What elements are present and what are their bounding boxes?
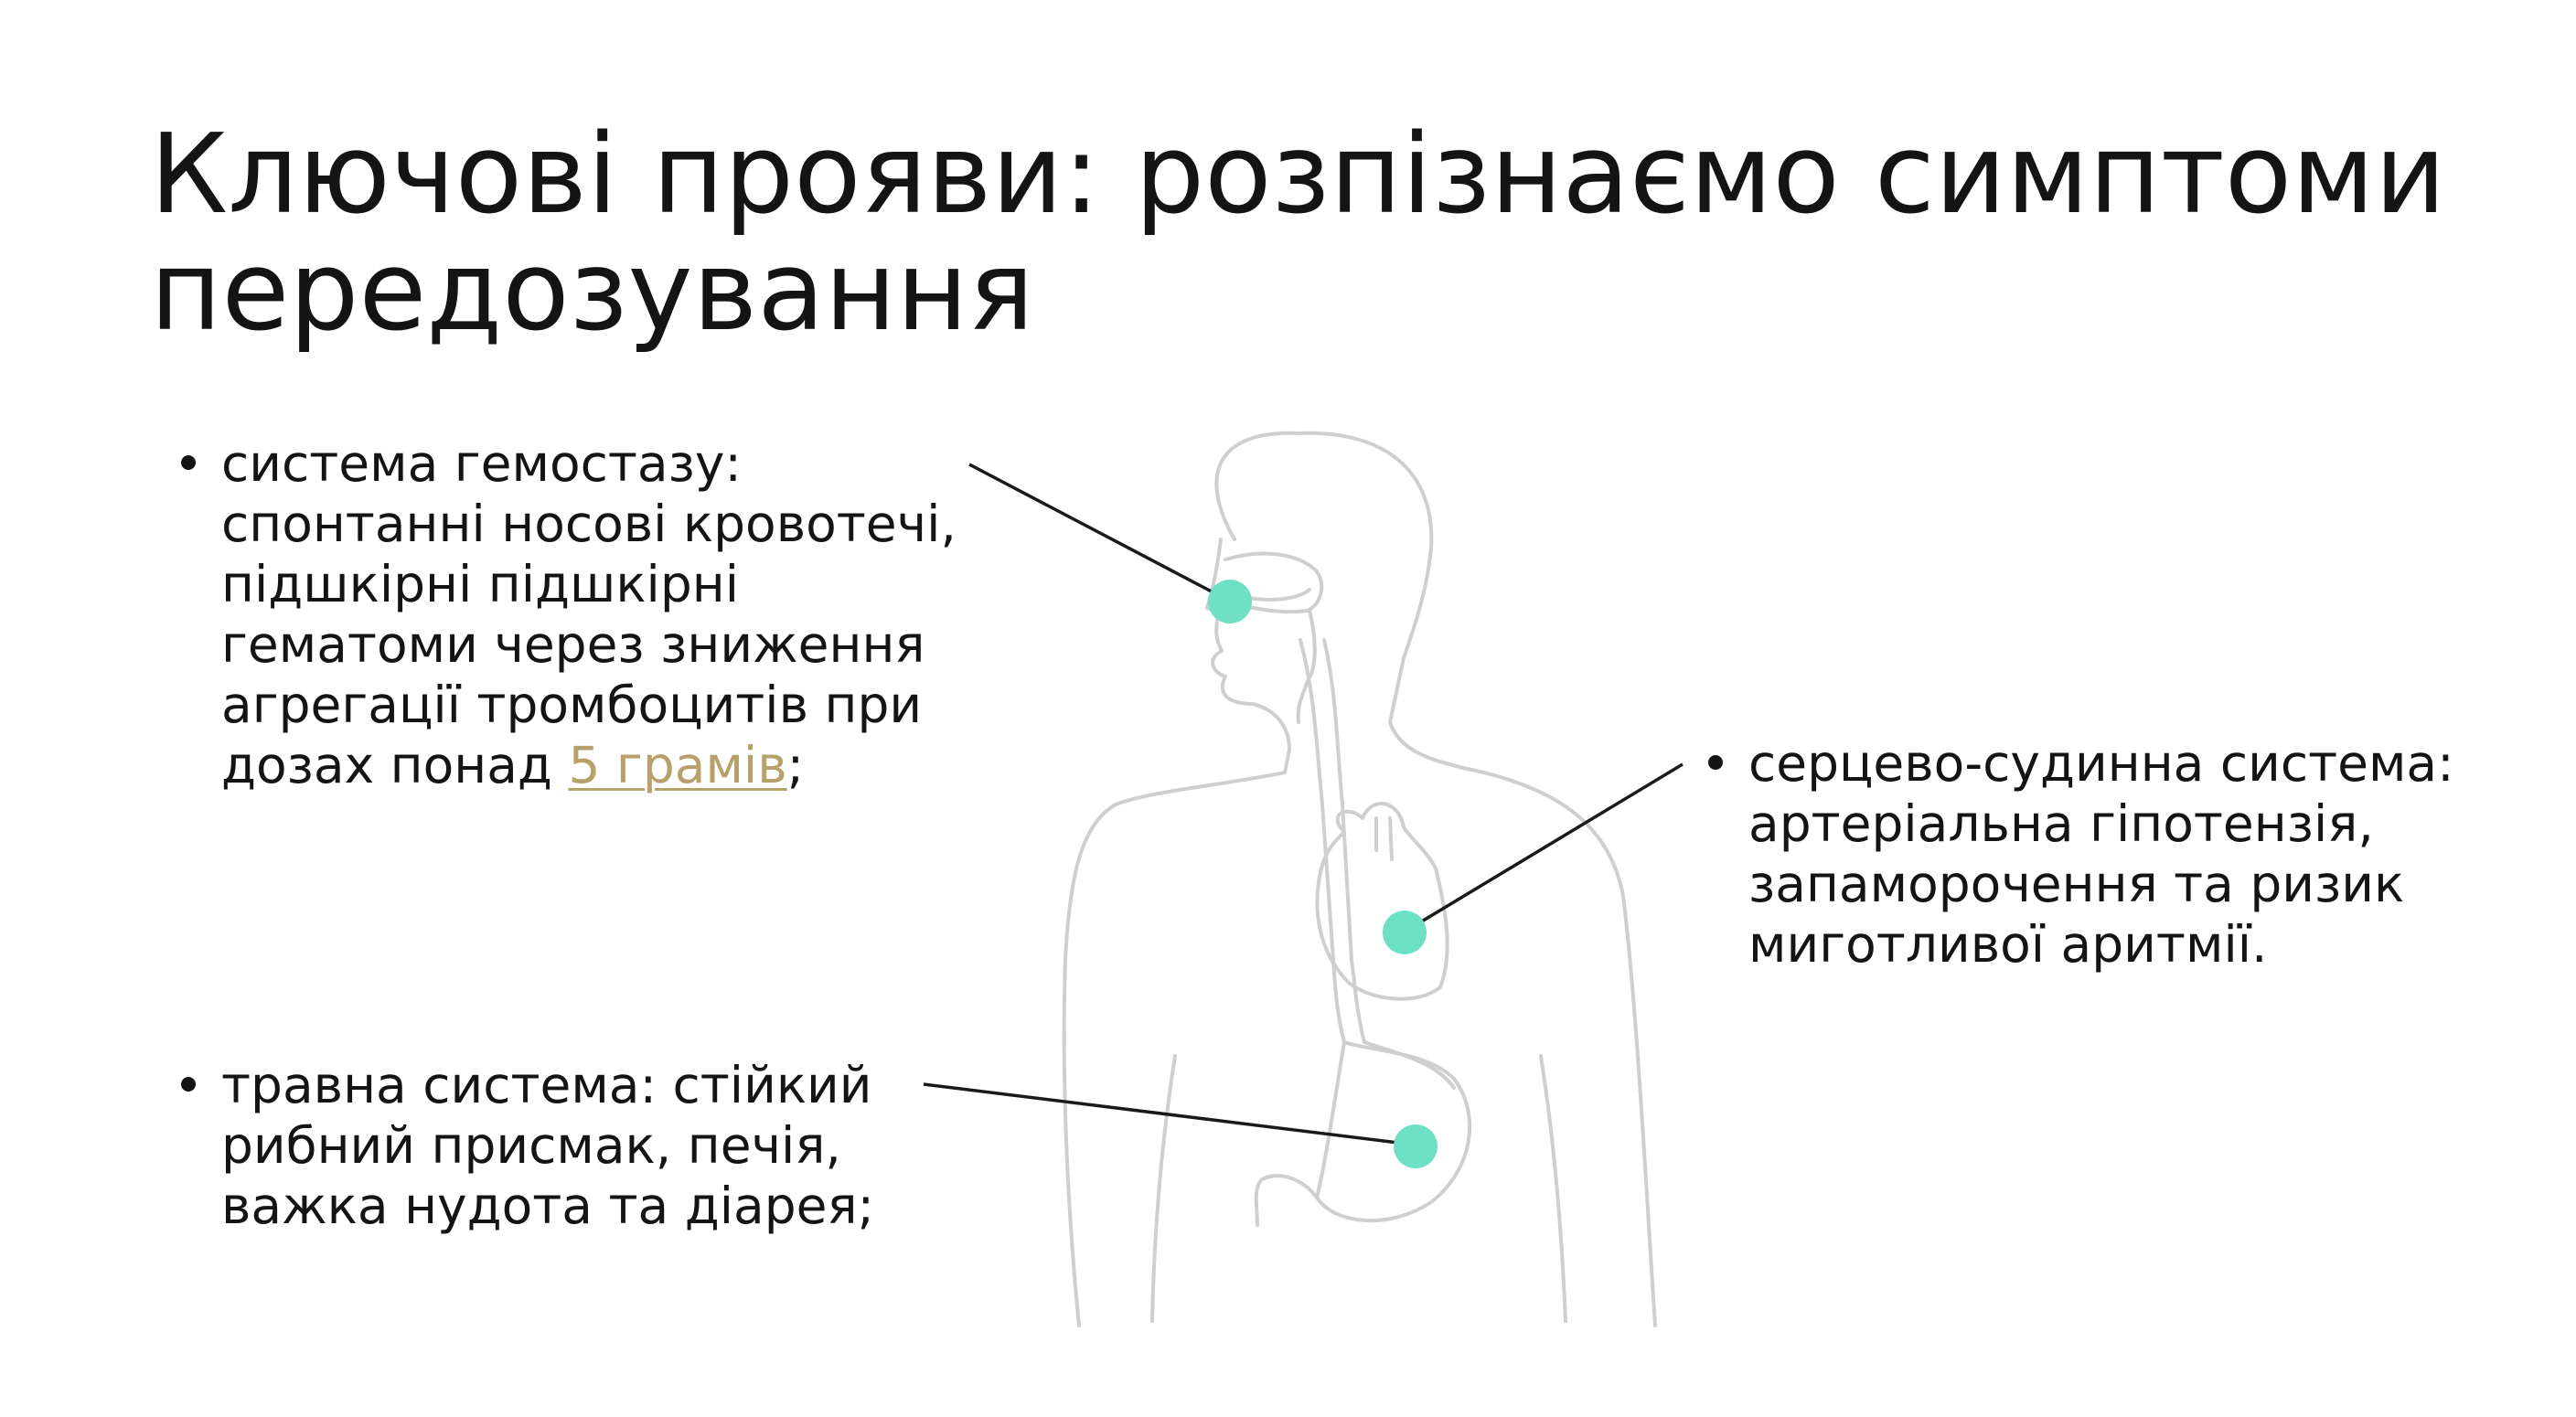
bullet-line: рибний присмак, печія,: [221, 1116, 841, 1175]
bullet-line: підшкірні підшкірні: [221, 555, 739, 613]
leader-line-digestive: [923, 1082, 1414, 1146]
marker-heart: [1383, 911, 1427, 954]
bullet-dot: [181, 1077, 196, 1092]
bullet-line: важка нудота та діарея;: [221, 1177, 875, 1235]
esophagus-outline: [1299, 638, 1366, 1044]
leader-line-cardio: [1406, 762, 1683, 932]
slide-title-line-1: Ключові прояви: розпізнаємо симптоми: [150, 112, 2446, 239]
bullet-cardio: серцево-судинна система: артеріальна гіп…: [1708, 733, 2454, 975]
bullet-text: дозах понад: [221, 736, 569, 794]
airway-outline: [1224, 551, 1324, 724]
bullet-line: система гемостазу:: [221, 434, 742, 493]
stomach-outline: [1254, 1040, 1472, 1227]
bullet-line: серцево-судинна система:: [1748, 734, 2454, 793]
bullet-hemostasis: система гемостазу: спонтанні носові кров…: [181, 433, 957, 795]
bullet-dot: [1708, 755, 1723, 770]
slide-title: Ключові прояви: розпізнаємо симптоми пер…: [150, 112, 2446, 356]
marker-nose: [1208, 580, 1252, 623]
bullet-line-with-link: дозах понад 5 грамів;: [221, 735, 957, 795]
marker-stomach: [1394, 1124, 1438, 1168]
bullet-line: запаморочення та ризик: [1748, 855, 2405, 913]
bullet-line: спонтанні носові кровотечі,: [221, 495, 957, 553]
heart-outline: [1315, 802, 1449, 1001]
bullet-dot: [181, 455, 196, 470]
bullet-line: травна система: стійкий: [221, 1056, 872, 1114]
bullet-line: миготливої аритмії.: [1748, 915, 2268, 974]
dose-link[interactable]: 5 грамів: [568, 736, 787, 794]
bullet-line: гематоми через зниження: [221, 615, 925, 674]
body-outline: [1062, 431, 1657, 1327]
slide-title-line-2: передозування: [150, 229, 1034, 356]
bullet-line: артеріальна гіпотензія,: [1748, 794, 2374, 853]
bullet-text: ;: [786, 736, 805, 794]
bullet-line: агрегації тромбоцитів при: [221, 676, 923, 734]
leader-line-hemostasis: [968, 463, 1226, 601]
bullet-digestive: травна система: стійкий рибний присмак, …: [181, 1055, 875, 1236]
